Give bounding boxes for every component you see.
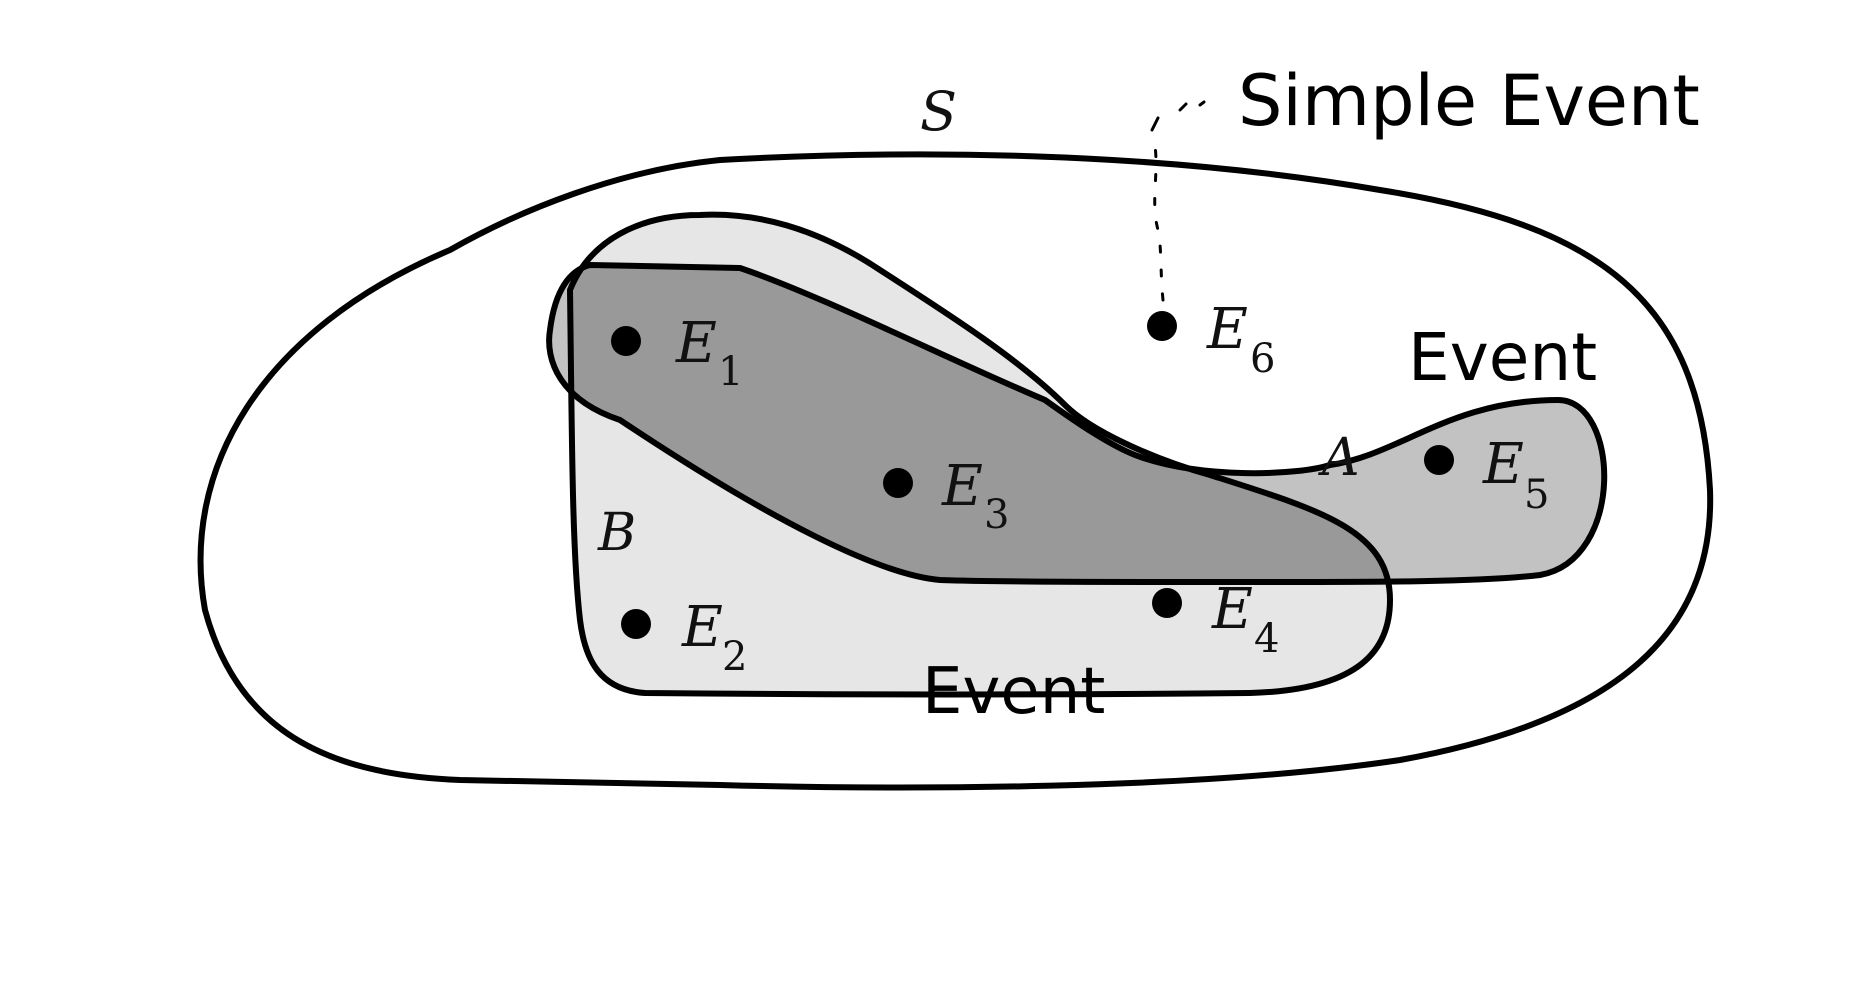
sample-space-region xyxy=(197,151,1714,791)
svg-text:4: 4 xyxy=(1254,616,1279,662)
svg-text:E: E xyxy=(1482,432,1524,497)
simple-event-annotation: Simple Event xyxy=(1238,60,1700,142)
set-b-outline xyxy=(567,211,1393,698)
point-e1: E 1 xyxy=(611,311,743,395)
point-e3: E 3 xyxy=(883,454,1009,538)
sample-space-label: S xyxy=(920,80,957,143)
set-a-label: A xyxy=(1318,428,1360,488)
point-e2: E 2 xyxy=(621,595,747,680)
event-b-annotation: Event xyxy=(922,655,1105,729)
svg-text:6: 6 xyxy=(1250,336,1275,382)
simple-event-arrow-tail xyxy=(1150,100,1206,132)
point-e4: E 4 xyxy=(1152,577,1279,662)
point-e6: E 6 xyxy=(1147,297,1275,382)
svg-text:E: E xyxy=(675,311,717,376)
svg-text:E: E xyxy=(681,595,723,660)
simple-event-arrow xyxy=(1152,138,1165,302)
svg-text:1: 1 xyxy=(718,349,743,395)
set-a-outline xyxy=(546,262,1608,585)
svg-text:2: 2 xyxy=(722,634,747,680)
event-a-annotation: Event xyxy=(1408,319,1597,396)
svg-text:E: E xyxy=(1206,297,1248,362)
svg-text:5: 5 xyxy=(1524,472,1549,518)
svg-text:3: 3 xyxy=(984,492,1009,538)
svg-text:E: E xyxy=(941,454,983,519)
svg-text:E: E xyxy=(1211,577,1253,642)
set-b-label: B xyxy=(597,503,636,563)
point-e5: E 5 xyxy=(1424,432,1549,518)
